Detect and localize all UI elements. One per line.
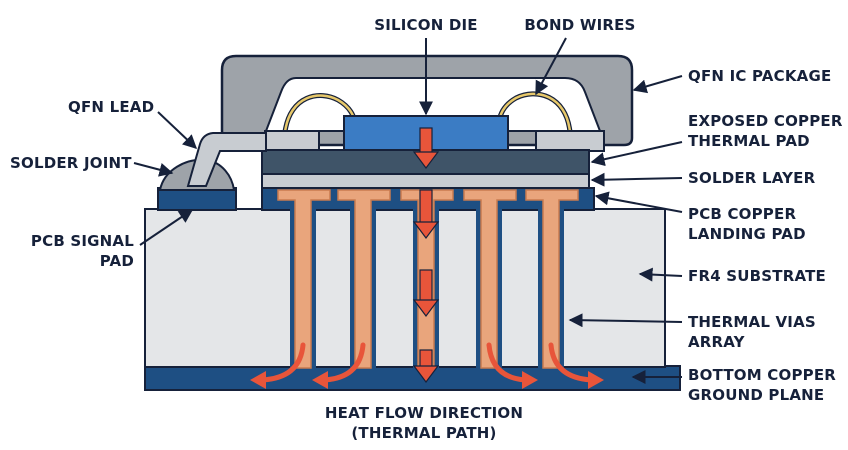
labels: SILICON DIE BOND WIRES QFN IC PACKAGE EX… — [10, 16, 843, 442]
label-pcb-copper-line1: PCB COPPER — [688, 205, 796, 223]
heat-flow-arrows — [250, 127, 604, 389]
label-solder-layer: SOLDER LAYER — [688, 169, 816, 187]
heat-arrow-spread — [259, 342, 595, 383]
label-fr4-substrate: FR4 SUBSTRATE — [688, 267, 826, 285]
label-bottom-copper-line1: BOTTOM COPPER — [688, 366, 836, 384]
heat-arrow-left-outer — [259, 342, 306, 383]
label-exposed-copper-line2: THERMAL PAD — [688, 132, 810, 150]
label-heat-flow-line2: (THERMAL PATH) — [351, 424, 496, 442]
pcb-signal-pad — [157, 187, 237, 211]
label-bond-wires: BOND WIRES — [524, 16, 635, 34]
fr4-substrate — [144, 208, 666, 368]
thermal-via — [337, 189, 391, 369]
label-thermal-vias-line1: THERMAL VIAS — [688, 313, 816, 331]
qfn-lead — [186, 132, 267, 187]
qfn-lead-assembly — [158, 132, 267, 191]
heat-arrow-central — [412, 127, 440, 383]
leader-lines — [133, 37, 683, 384]
lead-post-left — [264, 130, 320, 152]
heat-arrow-left-inner — [321, 342, 366, 383]
label-exposed-copper-line1: EXPOSED COPPER — [688, 112, 843, 130]
label-pcb-signal-pad-line1: PCB SIGNAL — [31, 232, 134, 250]
heat-arrowheads — [250, 371, 604, 389]
thermal-via — [277, 189, 331, 369]
label-qfn-ic-package: QFN IC PACKAGE — [688, 67, 831, 85]
label-thermal-vias-line2: ARRAY — [688, 333, 746, 351]
pcb-board — [144, 187, 681, 391]
label-bottom-copper-line2: GROUND PLANE — [688, 386, 824, 404]
label-pcb-copper-line2: LANDING PAD — [688, 225, 806, 243]
label-pcb-signal-pad-line2: PAD — [100, 252, 134, 270]
label-solder-joint: SOLDER JOINT — [10, 154, 132, 172]
qfn-ic-package — [220, 54, 634, 189]
label-silicon-die: SILICON DIE — [374, 16, 478, 34]
heat-arrow-right-outer — [548, 342, 595, 383]
heat-arrow-right-inner — [486, 342, 529, 383]
lead-post-right — [535, 130, 605, 152]
solder-layer — [261, 173, 590, 189]
label-qfn-lead: QFN LEAD — [68, 98, 154, 116]
label-heat-flow-line1: HEAT FLOW DIRECTION — [325, 404, 523, 422]
